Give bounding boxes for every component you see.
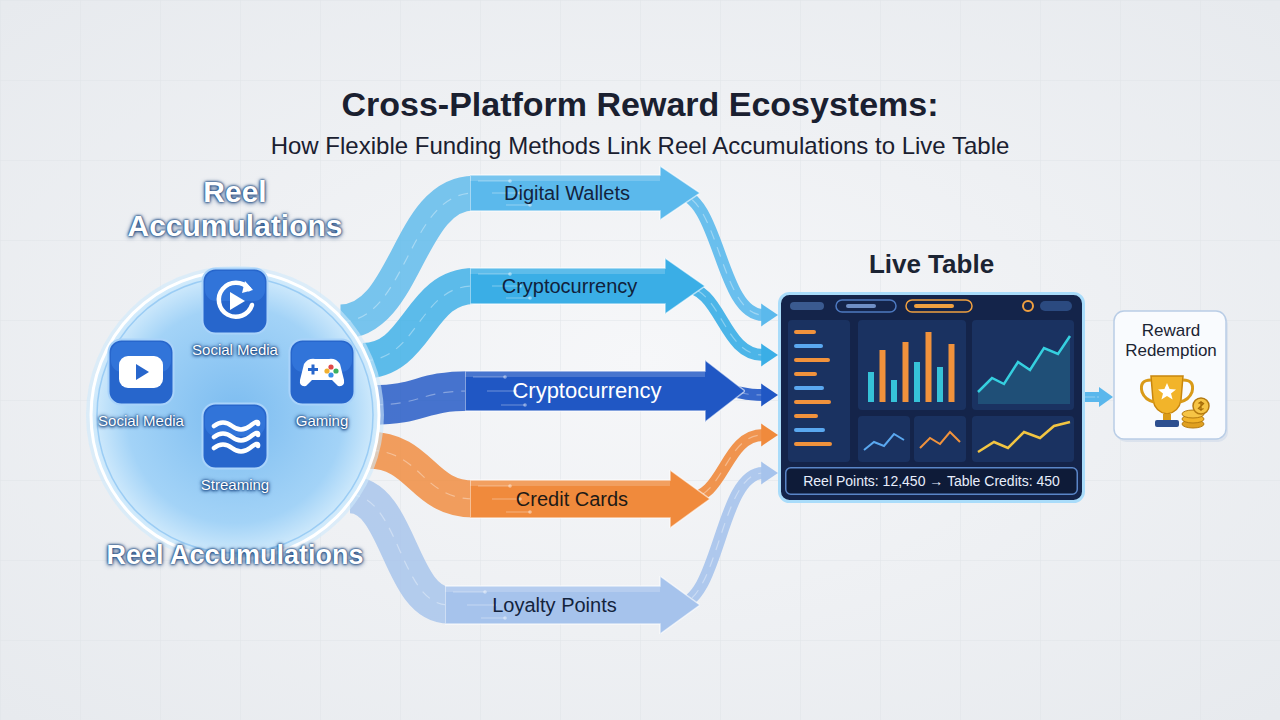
node-label: Digital Wallets xyxy=(478,182,656,205)
connector-highlight xyxy=(1085,396,1101,397)
flow-connector xyxy=(363,286,474,361)
connector-line xyxy=(373,391,469,405)
node-label: Social Media xyxy=(179,341,291,358)
text-slot: Reel Accumulations xyxy=(70,538,400,574)
connector-line xyxy=(350,495,449,605)
arrow-head xyxy=(761,344,778,367)
conversion-bar: Reel Points: 12,450 → Table Credits: 450 xyxy=(785,467,1078,495)
tile-icon xyxy=(288,338,356,406)
arrow-head xyxy=(761,384,778,407)
connector-line xyxy=(681,286,763,355)
arrow-head xyxy=(761,424,778,447)
funding-arrow: Cryptocurrency xyxy=(465,360,745,422)
flow-connector xyxy=(350,495,449,605)
arrow-head xyxy=(761,304,778,327)
text-slot: Gaming xyxy=(271,410,373,432)
arrow-head xyxy=(1099,387,1113,407)
platform-tile: Gaming xyxy=(277,338,367,434)
connector-line xyxy=(1085,392,1101,402)
flow-connector xyxy=(681,286,778,366)
funding-arrow: Cryptocurrency xyxy=(470,258,705,314)
text-slot: Cryptocurrency xyxy=(478,258,661,314)
connector-highlight xyxy=(350,495,449,605)
text-slot: Credit Cards xyxy=(478,470,666,528)
text-slot: Reward Redemption xyxy=(1117,318,1225,364)
text-slot: Live Table xyxy=(778,245,1085,285)
text-slot: Reel Accumulations xyxy=(115,172,355,246)
flow-connector xyxy=(373,391,469,405)
funding-arrow: Credit Cards xyxy=(470,470,710,528)
flow-connector xyxy=(686,424,778,499)
node-label: Loyalty Points xyxy=(453,594,656,617)
source-circle: Reel AccumulationsReel AccumulationsSoci… xyxy=(85,172,385,587)
connector-highlight xyxy=(681,286,763,355)
node-label: Social Media xyxy=(85,412,197,429)
node-label: Streaming xyxy=(179,476,291,493)
tile-icon xyxy=(107,338,175,406)
connector-line xyxy=(363,286,474,361)
node-label: Reel Accumulations xyxy=(70,540,400,571)
node-label: Gaming xyxy=(271,412,373,429)
flow-connector xyxy=(676,193,778,326)
funding-arrow: Loyalty Points xyxy=(445,576,700,634)
tile-icon xyxy=(201,402,269,470)
text-slot: Loyalty Points xyxy=(453,576,656,634)
text-slot: Digital Wallets xyxy=(478,166,656,220)
text-slot: Social Media xyxy=(85,410,197,432)
diagram-title: Cross-Platform Reward Ecosystems: xyxy=(0,84,1280,125)
platform-tile: Social Media xyxy=(185,267,285,363)
node-label: Reel Accumulations xyxy=(115,175,355,244)
platform-tile: Social Media xyxy=(91,338,191,434)
text-slot: Cryptocurrency xyxy=(473,360,701,422)
node-label: Reel Points: 12,450 → Table Credits: 450 xyxy=(789,473,1074,489)
connector-highlight xyxy=(363,286,474,361)
connector-highlight xyxy=(373,391,469,405)
platform-tile: Streaming xyxy=(185,402,285,498)
subtitle: How Flexible Funding Methods Link Reel A… xyxy=(0,132,1280,161)
reward-box: Reward Redemption xyxy=(1113,310,1229,442)
node-label: Cryptocurrency xyxy=(473,378,701,403)
arrow-head xyxy=(761,462,778,485)
dashboard-panel: Live TableReel Points: 12,450 → Table Cr… xyxy=(778,245,1085,503)
tile-icon xyxy=(201,267,269,335)
flow-connector xyxy=(1085,387,1113,407)
node-label: Live Table xyxy=(778,250,1085,280)
node-label: Credit Cards xyxy=(478,488,666,511)
funding-arrow: Digital Wallets xyxy=(470,166,700,220)
node-label: Reward Redemption xyxy=(1117,321,1225,360)
text-slot: Reel Points: 12,450 → Table Credits: 450 xyxy=(789,467,1074,495)
text-slot: Streaming xyxy=(179,474,291,496)
node-label: Cryptocurrency xyxy=(478,275,661,298)
flow-connector xyxy=(676,462,778,605)
text-slot: Social Media xyxy=(179,339,291,361)
